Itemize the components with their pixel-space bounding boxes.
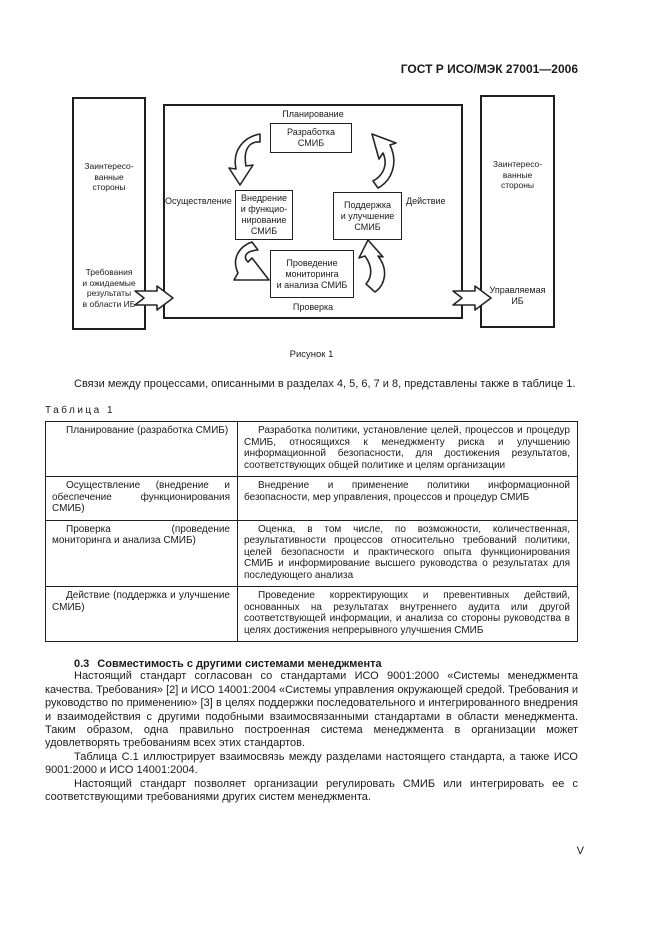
section-number: 0.3	[74, 658, 90, 671]
body-paragraph-2: Таблица С.1 иллюстрирует взаимосвязь меж…	[45, 750, 578, 777]
table-cell-term: Осуществление (внедрение и обеспечение ф…	[45, 476, 238, 521]
process-table: Планирование (разработка СМИБ) Разработк…	[45, 421, 578, 643]
table-row: Осуществление (внедрение и обеспечение ф…	[45, 476, 578, 521]
body-paragraph-1: Настоящий стандарт согласован со стандар…	[45, 670, 578, 750]
stage-label-act: Действие	[406, 196, 446, 206]
pdca-figure: Заинтересо- ванные стороны Требования и …	[72, 92, 555, 332]
section-title: Совместимость с другими системами менедж…	[97, 658, 382, 671]
stakeholders-right-box: Заинтересо- ванные стороны Управляемая И…	[480, 95, 555, 328]
stage-label-check: Проверка	[292, 302, 334, 312]
monitor-isms-box: Проведение мониторинга и анализа СМИБ	[270, 250, 354, 298]
table-cell-description: Оценка, в том числе, по возможности, кол…	[237, 519, 578, 588]
table-row: Проверка (проведение мониторинга и анали…	[45, 519, 578, 588]
page-number: V	[576, 845, 584, 857]
table-cell-description: Внедрение и применение политики информац…	[237, 476, 578, 521]
body-paragraph-3: Настоящий стандарт позволяет организации…	[45, 777, 578, 804]
implement-isms-box: Внедрение и функцио- нирование СМИБ	[235, 190, 293, 240]
stakeholders-right-label: Заинтересо- ванные стороны	[492, 159, 543, 190]
stakeholders-left-label: Заинтересо- ванные стороны	[84, 161, 134, 192]
table-cell-term: Действие (поддержка и улучшение СМИБ)	[45, 586, 238, 643]
intro-paragraph: Связи между процессами, описанными в раз…	[74, 378, 576, 390]
figure-caption: Рисунок 1	[289, 349, 334, 360]
maintain-isms-box: Поддержка и улучшение СМИБ	[333, 192, 402, 240]
managed-security-label: Управляемая ИБ	[489, 285, 546, 306]
table-cell-term: Проверка (проведение мониторинга и анали…	[45, 519, 238, 588]
stage-label-plan: Планирование	[282, 109, 344, 119]
table-cell-description: Разработка политики, установление целей,…	[237, 421, 578, 478]
table-cell-term: Планирование (разработка СМИБ)	[45, 421, 238, 478]
table-cell-description: Проведение корректирующих и превентивных…	[237, 586, 578, 643]
develop-isms-box: Разработка СМИБ	[270, 123, 352, 153]
table-row: Планирование (разработка СМИБ) Разработк…	[45, 421, 578, 478]
stage-label-do: Осуществление	[165, 196, 232, 206]
section-heading: 0.3 Совместимость с другими системами мен…	[45, 658, 578, 670]
document-title: ГОСТ Р ИСО/МЭК 27001—2006	[400, 62, 578, 76]
table-row: Действие (поддержка и улучшение СМИБ) Пр…	[45, 586, 578, 643]
security-requirements-label: Требования и ожидаемые результаты в обла…	[82, 267, 136, 309]
table-label: Таблица 1	[45, 405, 116, 417]
stakeholders-left-box: Заинтересо- ванные стороны Требования и …	[72, 97, 146, 330]
